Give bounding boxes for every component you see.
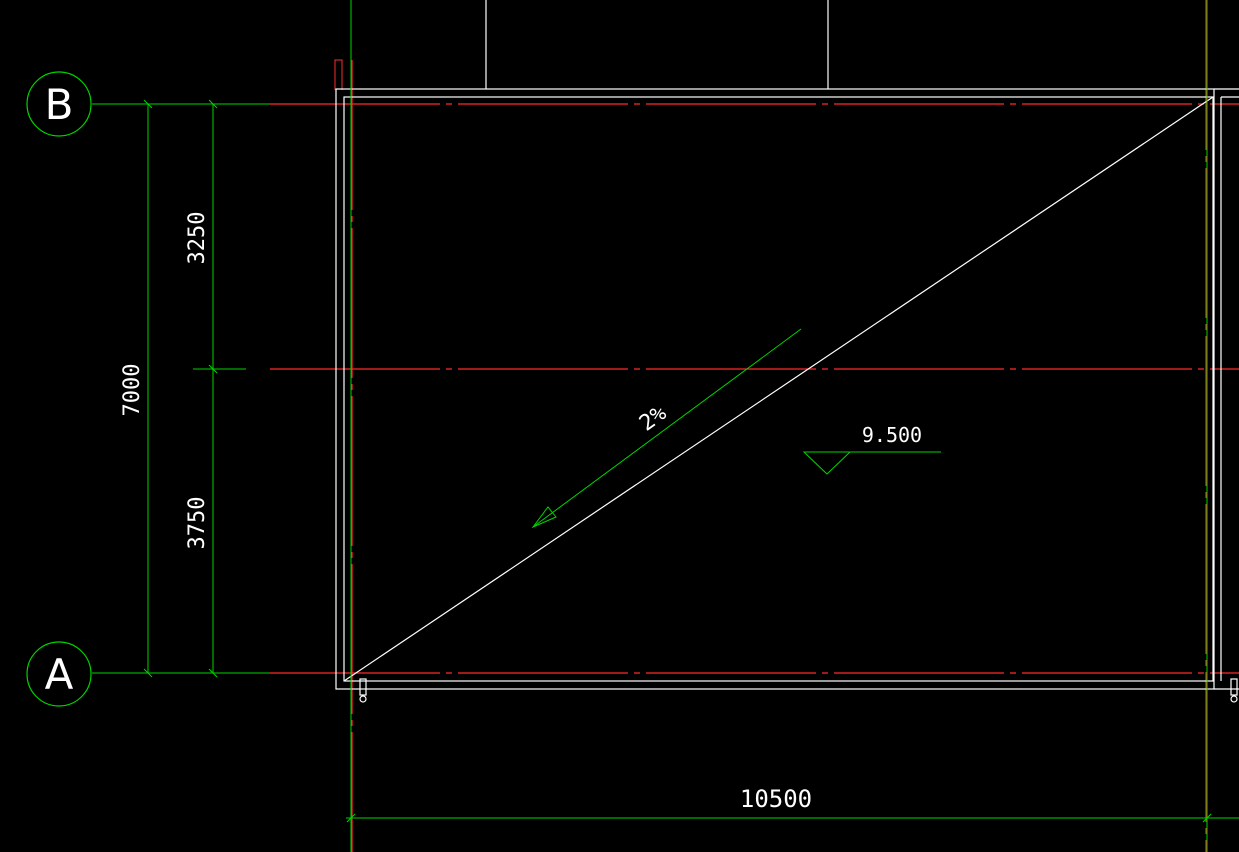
grid-bubble-a-label: A [45,650,74,699]
downpipe-right [1230,678,1238,703]
dimension-text-total: 7000 [120,364,145,417]
grid-bubble-b-label: B [45,80,74,129]
elevation-text: 9.500 [862,423,922,447]
tick-seg-bottom [208,668,218,678]
grid-bubble-b: B [26,71,92,137]
tick-horizontal-right [1202,813,1212,823]
tick-seg-mid [208,364,218,374]
axis-end-marker [334,59,343,90]
slope-arrow-shaft [532,328,802,528]
elevation-triangle [802,451,852,475]
tick-total-bottom [143,668,153,678]
tick-seg-top [208,99,218,109]
roof-outline [335,0,1239,703]
slope-arrow-head [531,506,557,529]
downpipe-left [359,678,367,703]
grid-bubble-a-circle [26,641,92,707]
slope-text: 2% [635,401,671,437]
grid-bubble-b-circle [26,71,92,137]
dimension-text-upper: 3250 [185,212,210,265]
tick-horizontal-left [346,813,356,823]
grid-bubble-a: A [26,641,92,707]
slope-arrow [531,328,802,529]
dimension-text-lower: 3750 [185,497,210,550]
tick-total-top [143,99,153,109]
parapet-outer [335,88,1215,690]
adjacent-roof-edge [1214,88,1239,690]
dimension-text-horizontal: 10500 [740,785,812,813]
dimension-lines [92,0,1239,852]
parapet-inner [343,96,1214,682]
roof-diagonal [343,96,1214,682]
axis-lines [270,0,1239,852]
elevation-mark [802,451,941,475]
